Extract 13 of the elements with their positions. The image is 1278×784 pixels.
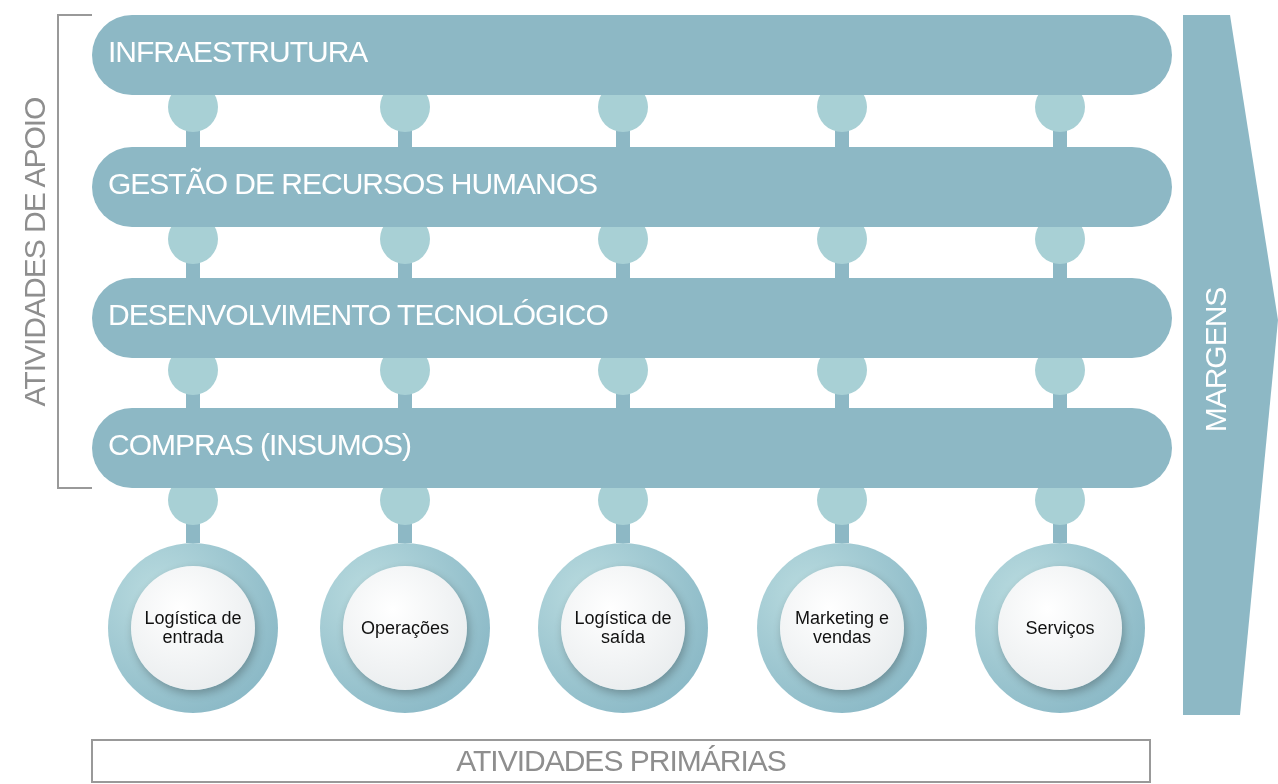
band-title: INFRAESTRUTURA xyxy=(108,35,368,69)
activity-label: Marketing e vendas xyxy=(793,609,890,647)
band-title: DESENVOLVIMENTO TECNOLÓGICO xyxy=(108,298,608,332)
activity-label: Logística de saída xyxy=(573,609,673,647)
activity-label: Operações xyxy=(360,618,450,638)
group-label: ATIVIDADES DE APOIO xyxy=(18,97,52,407)
margin-label: MARGENS xyxy=(1199,287,1233,433)
margin-arrow xyxy=(1183,15,1278,715)
band-title: GESTÃO DE RECURSOS HUMANOS xyxy=(108,167,598,201)
band-title: COMPRAS (INSUMOS) xyxy=(108,428,411,462)
activity-label: Serviços xyxy=(1025,618,1095,638)
activity-label: Logística de entrada xyxy=(143,609,243,647)
group-label: ATIVIDADES PRIMÁRIAS xyxy=(456,744,786,778)
